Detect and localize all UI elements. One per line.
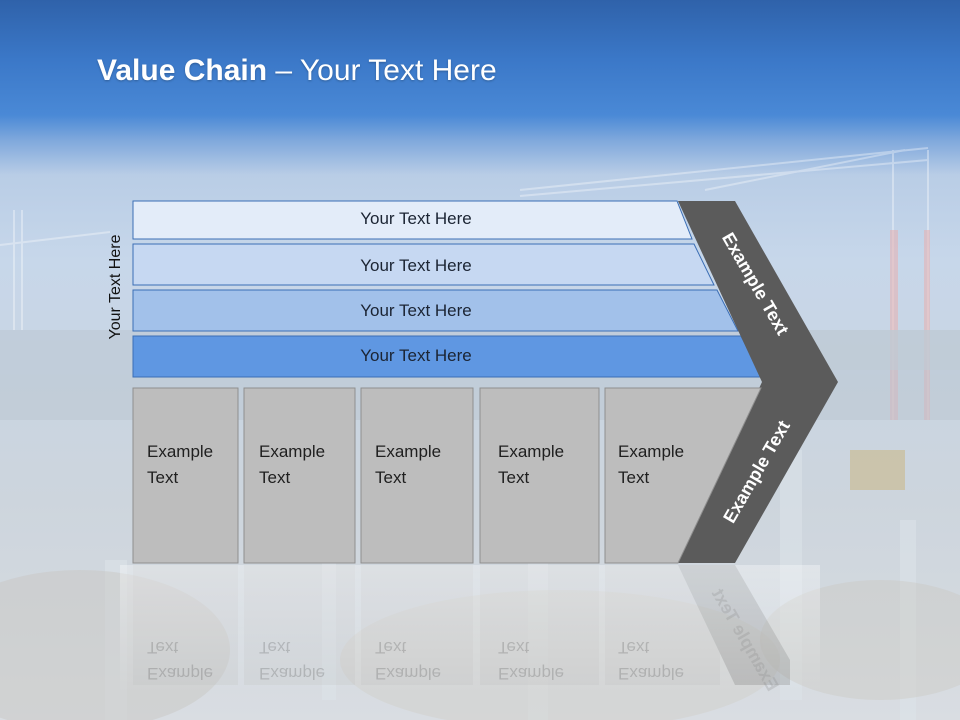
- activity-box-2[interactable]: [243, 387, 356, 564]
- value-bar-3[interactable]: [132, 289, 739, 332]
- bar-label-4: Your Text Here: [360, 346, 472, 365]
- box-label-reflection-2: Example Text: [259, 638, 326, 683]
- page-title: Value Chain – Your Text Here: [97, 54, 497, 88]
- box-label-reflection-5: Example Text: [618, 638, 685, 683]
- title-rest: – Your Text Here: [267, 54, 497, 87]
- activity-box-3[interactable]: [360, 387, 474, 564]
- bar-label-1: Your Text Here: [360, 209, 472, 228]
- value-bar-2[interactable]: [132, 243, 715, 286]
- activity-box-4[interactable]: [479, 387, 600, 564]
- box-label-4: Example Text: [498, 442, 565, 487]
- box-label-2: Example Text: [259, 442, 326, 487]
- box-label-reflection-1: Example Text: [147, 638, 214, 683]
- activity-box-1[interactable]: [132, 387, 239, 564]
- box-label-3: Example Text: [375, 442, 442, 487]
- box-label-reflection-4: Example Text: [498, 638, 565, 683]
- box-label-5: Example Text: [618, 442, 685, 487]
- value-chain-chevron[interactable]: [678, 201, 838, 563]
- activity-box-5[interactable]: [604, 387, 762, 564]
- bar-label-2: Your Text Here: [360, 256, 472, 275]
- box-label-reflection-3: Example Text: [375, 638, 442, 683]
- title-bold: Value Chain: [97, 54, 268, 87]
- box-label-1: Example Text: [147, 442, 214, 487]
- value-bar-1[interactable]: [132, 200, 693, 240]
- bar-label-3: Your Text Here: [360, 301, 472, 320]
